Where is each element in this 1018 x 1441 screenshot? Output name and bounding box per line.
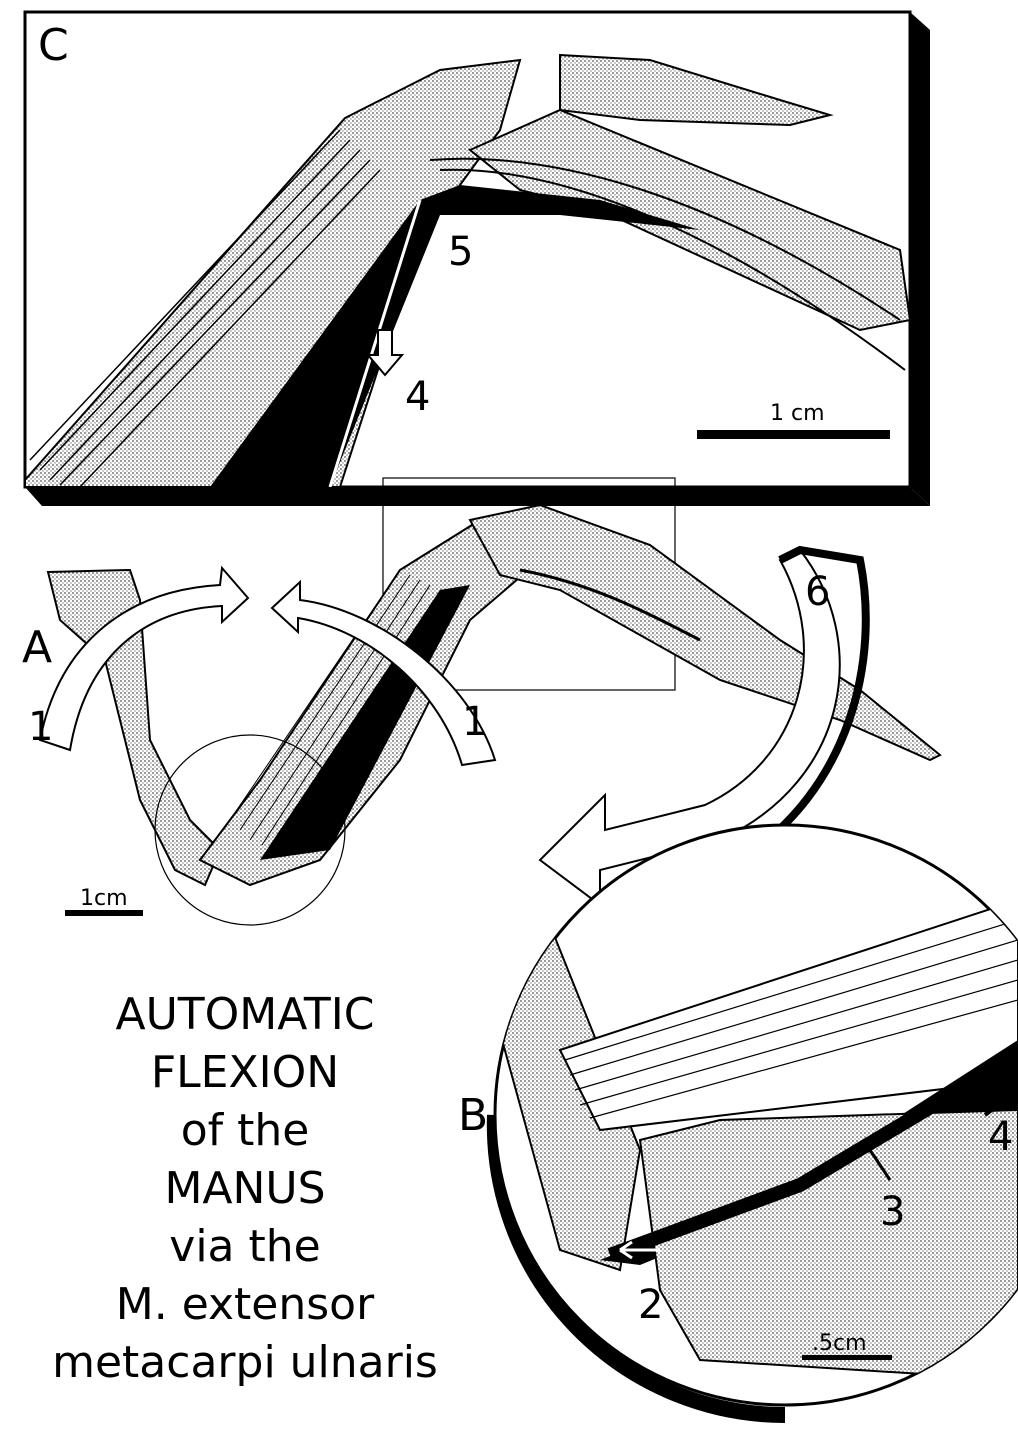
scale-bar-c xyxy=(697,430,890,439)
panel-c-shadow-bottom xyxy=(25,487,930,506)
panel-label-c: C xyxy=(38,20,69,71)
panel-label-b: B xyxy=(458,1090,488,1141)
title-line-2: FLEXION xyxy=(40,1044,450,1102)
scale-label-b: .5cm xyxy=(812,1331,867,1356)
panel-c-shadow-right xyxy=(910,12,930,506)
label-4-c: 4 xyxy=(405,374,430,420)
scale-label-c: 1 cm xyxy=(770,401,825,426)
title-line-4: MANUS xyxy=(40,1160,450,1218)
label-3: 3 xyxy=(880,1189,905,1235)
scale-label-a: 1cm xyxy=(80,886,128,911)
label-1-left: 1 xyxy=(28,704,53,750)
label-1-right: 1 xyxy=(462,699,487,745)
label-5: 5 xyxy=(448,229,473,275)
diagram-title: AUTOMATIC FLEXION of the MANUS via the M… xyxy=(40,986,450,1392)
panel-c xyxy=(25,12,930,506)
label-4-b: 4 xyxy=(988,1114,1013,1160)
title-line-1: AUTOMATIC xyxy=(40,986,450,1044)
label-2: 2 xyxy=(638,1282,663,1328)
title-line-5: via the xyxy=(40,1218,450,1276)
label-6: 6 xyxy=(805,569,830,615)
title-line-3: of the xyxy=(40,1102,450,1160)
panel-b xyxy=(480,825,1018,1415)
title-line-6: M. extensor xyxy=(40,1276,450,1334)
panel-label-a: A xyxy=(22,622,52,673)
title-line-7: metacarpi ulnaris xyxy=(40,1334,450,1392)
